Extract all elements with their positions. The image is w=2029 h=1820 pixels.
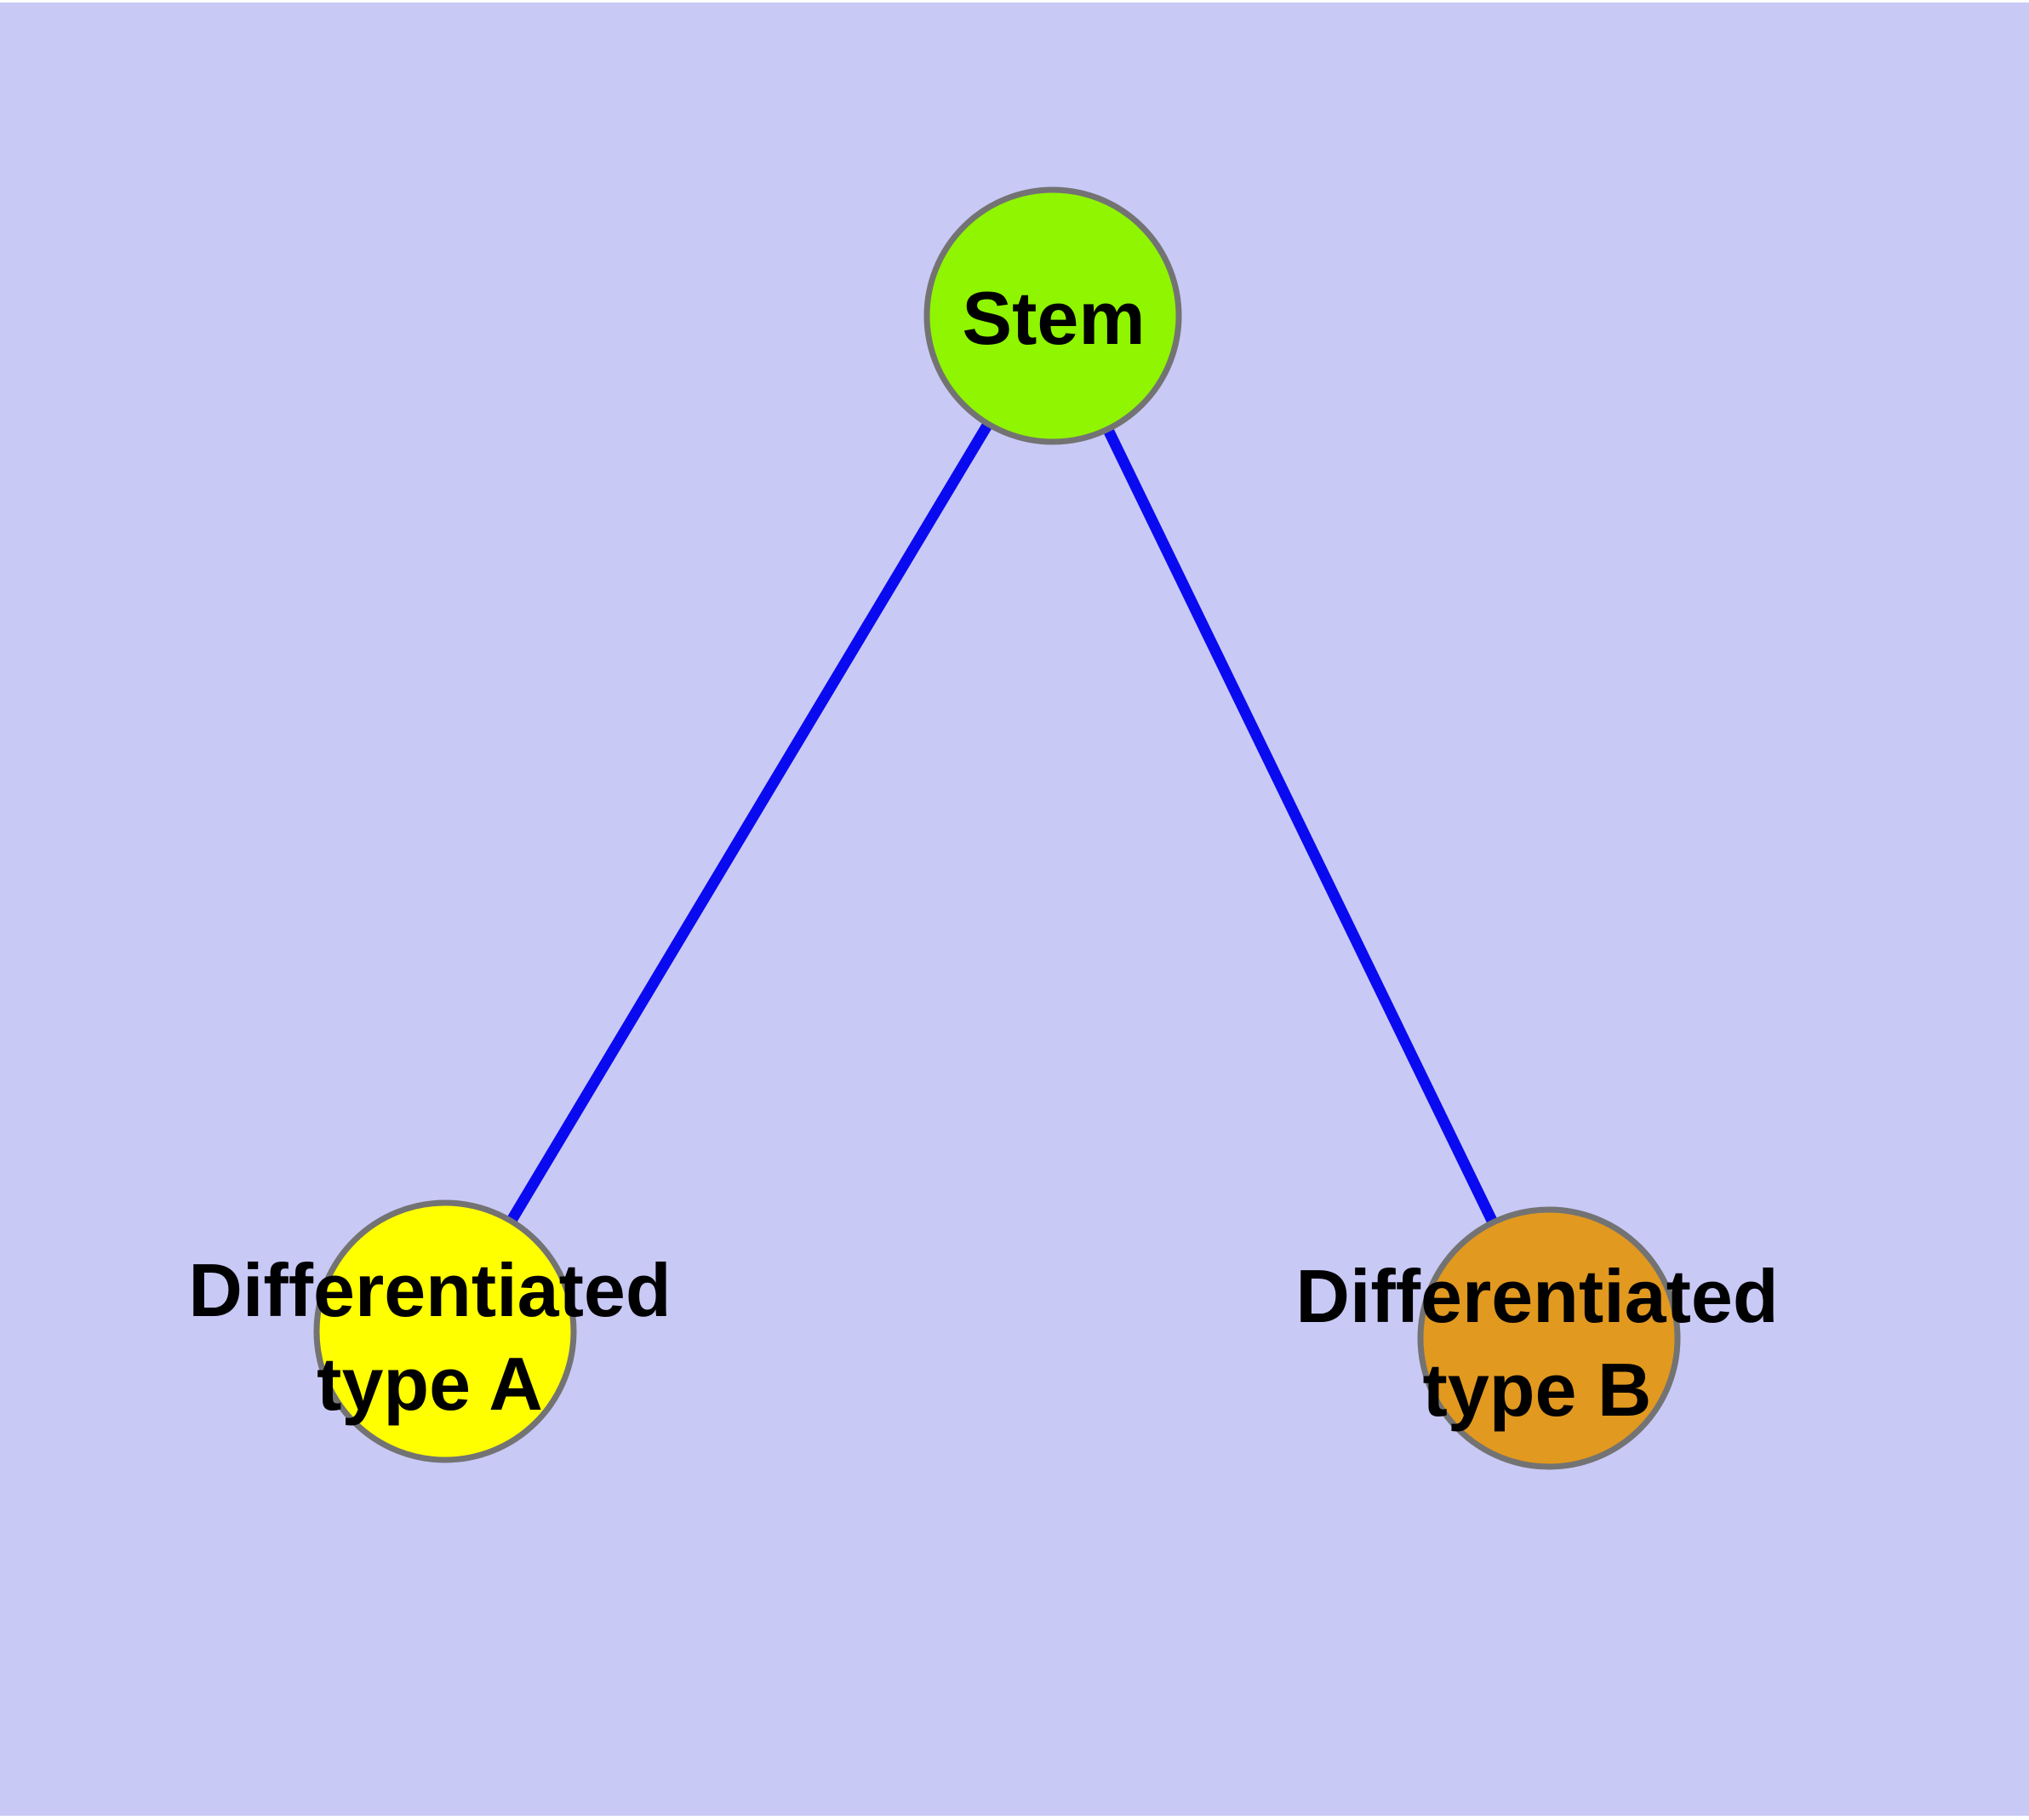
node-stem-label: Stem [962,276,1145,360]
edge-stem-to-type-a [440,312,1058,1335]
node-differentiated-type-b [1417,1206,1681,1470]
node-stem [923,186,1182,445]
node-type-b-label-line-1: Differentiated [1295,1254,1778,1338]
node-type-a-label-line-2: type A [317,1342,543,1426]
node-type-b-label-line-2: type B [1423,1348,1652,1432]
edge-stem-to-type-b [1048,313,1554,1341]
node-differentiated-type-a [313,1199,577,1463]
node-type-a-label-line-1: Differentiated [188,1248,671,1332]
